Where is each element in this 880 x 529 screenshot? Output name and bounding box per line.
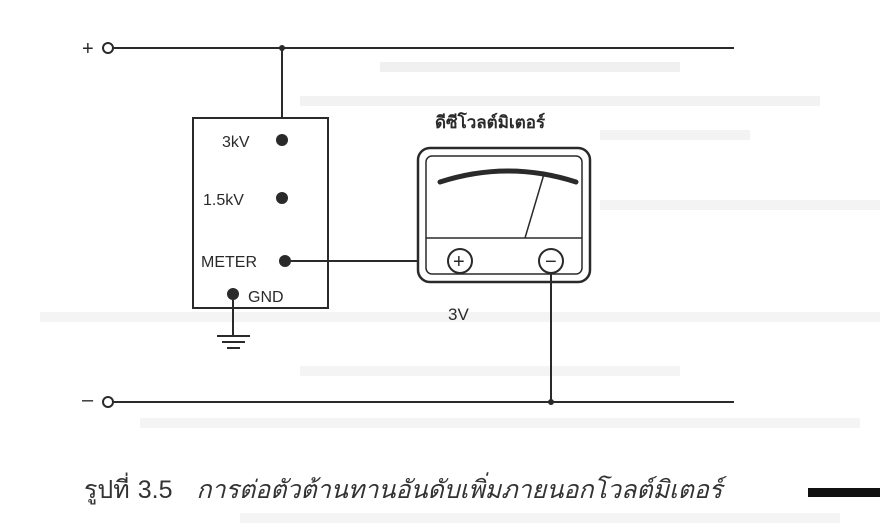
meter-needle	[524, 173, 545, 239]
bleed-through-texture	[40, 62, 880, 523]
meter-plus-terminal: +	[447, 248, 473, 274]
figure-number: 3.5	[137, 476, 173, 504]
negative-terminal	[102, 396, 114, 408]
tap-meter-label: METER	[201, 254, 257, 271]
meter-plus-label: +	[453, 251, 465, 273]
positive-rail: +	[82, 38, 734, 140]
meter-minus-terminal: −	[538, 248, 564, 274]
meter-title: ดีซีโวลต์มิเตอร์	[435, 112, 546, 132]
tap-3kv-label: 3kV	[222, 134, 250, 151]
negative-terminal-label: –	[82, 389, 94, 411]
gnd-terminal	[227, 288, 239, 300]
meter-scale-arc	[437, 168, 579, 185]
tap-1-5kv-terminal	[276, 192, 288, 204]
dc-voltmeter: ดีซีโวลต์มิเตอร์ + − 3V	[416, 112, 592, 324]
figure-caption: รูปที่ 3.5 การต่อตัวต้านทานอันดับเพิ่มภา…	[84, 470, 722, 510]
scan-ink-bar	[808, 488, 880, 497]
tap-meter-terminal	[279, 255, 291, 267]
gnd-label: GND	[248, 289, 284, 306]
positive-terminal	[102, 42, 114, 54]
figure-title: การต่อตัวต้านทานอันดับเพิ่มภายนอกโวลต์มิ…	[196, 475, 723, 504]
ground-icon	[217, 300, 250, 349]
tap-3kv-terminal	[276, 134, 288, 146]
positive-terminal-label: +	[82, 38, 94, 60]
figure-label: รูปที่	[84, 475, 130, 504]
negative-rail: –	[82, 389, 734, 411]
meter-range-label: 3V	[448, 305, 469, 324]
meter-case-inner	[425, 155, 583, 275]
tap-1-5kv-label: 1.5kV	[203, 192, 244, 209]
meter-minus-label: −	[545, 251, 557, 273]
multiplier-box: 3kV 1.5kV METER GND	[192, 117, 329, 309]
